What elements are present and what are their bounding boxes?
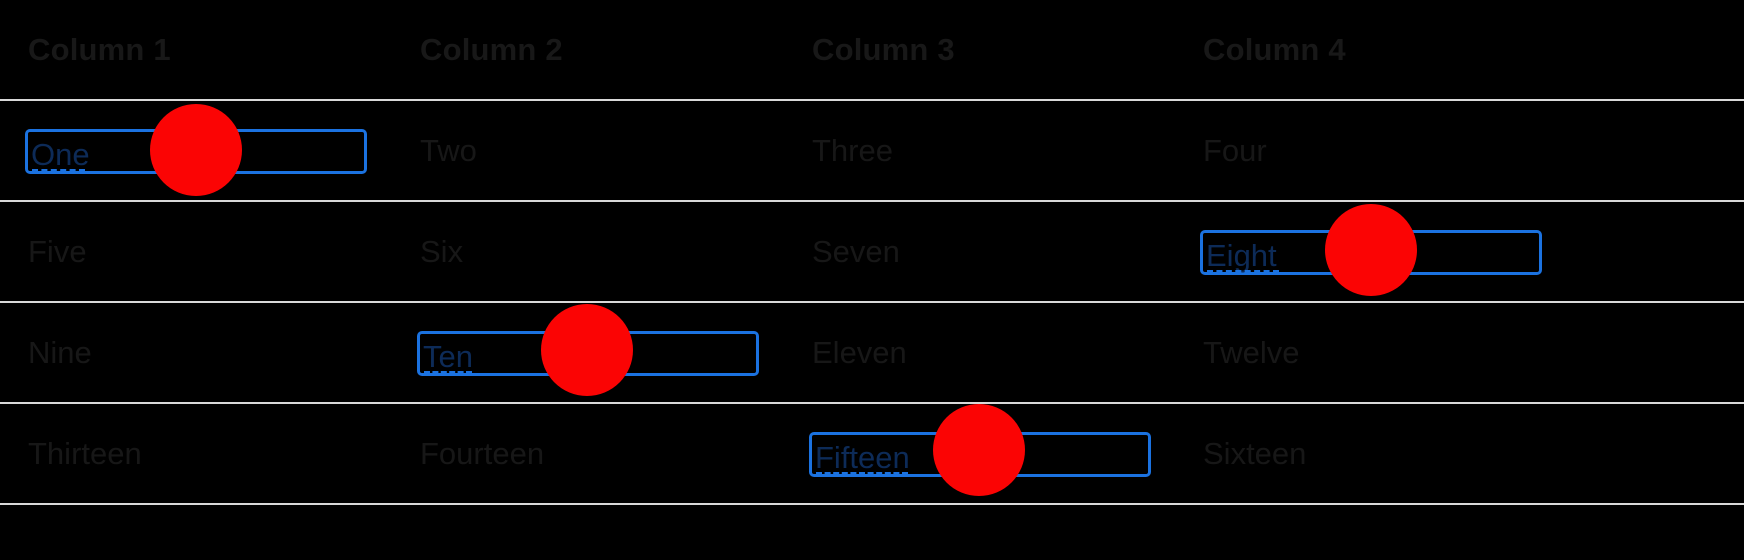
cell-value-twelve[interactable]: Twelve <box>1203 334 1300 370</box>
click-marker-one <box>150 104 242 196</box>
cell-value-three[interactable]: Three <box>812 132 893 168</box>
cell-value-seven[interactable]: Seven <box>812 233 900 269</box>
column-header-1[interactable]: Column 1 <box>28 31 171 67</box>
cell-value-five[interactable]: Five <box>28 233 87 269</box>
cell-value-six[interactable]: Six <box>420 233 464 269</box>
table-header-row: Column 1 Column 2 Column 3 Column 4 <box>0 0 1744 99</box>
table-row: Nine Ten Eleven Twelve <box>0 303 1744 402</box>
table-row: Thirteen Fourteen Fifteen Sixteen <box>0 404 1744 503</box>
focus-underline-ten <box>424 371 472 374</box>
row-divider-1 <box>0 200 1744 202</box>
column-header-2[interactable]: Column 2 <box>420 31 563 67</box>
focus-underline-one <box>32 169 85 172</box>
cell-value-fourteen[interactable]: Fourteen <box>420 435 545 471</box>
click-marker-ten <box>541 304 633 396</box>
focus-underline-fifteen <box>816 472 908 475</box>
click-marker-fifteen <box>933 404 1025 496</box>
cell-value-four[interactable]: Four <box>1203 132 1267 168</box>
header-divider <box>0 99 1744 101</box>
row-divider-4 <box>0 503 1744 505</box>
row-divider-3 <box>0 402 1744 404</box>
cell-value-sixteen[interactable]: Sixteen <box>1203 435 1307 471</box>
column-header-4[interactable]: Column 4 <box>1203 31 1346 67</box>
row-divider-2 <box>0 301 1744 303</box>
focus-underline-eight <box>1207 270 1279 273</box>
table-row: One Two Three Four <box>0 101 1744 200</box>
table-row: Five Six Seven Eight <box>0 202 1744 301</box>
column-header-3[interactable]: Column 3 <box>812 31 955 67</box>
cell-value-nine[interactable]: Nine <box>28 334 92 370</box>
cell-value-one: One <box>31 137 90 172</box>
cell-value-thirteen[interactable]: Thirteen <box>28 435 142 471</box>
cell-value-two[interactable]: Two <box>420 132 477 168</box>
cell-value-ten: Ten <box>423 339 473 374</box>
cell-value-eight: Eight <box>1206 238 1277 273</box>
click-marker-eight <box>1325 204 1417 296</box>
cell-value-fifteen: Fifteen <box>815 440 910 475</box>
cell-value-eleven[interactable]: Eleven <box>812 334 907 370</box>
